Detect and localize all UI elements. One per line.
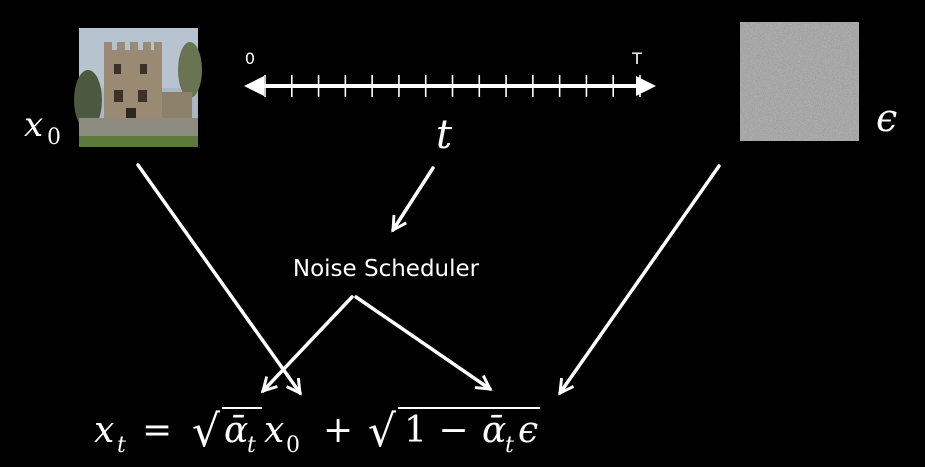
arrow-x0-to-equation [138,165,300,393]
svg-text:ᾱ: ᾱ [224,410,248,451]
arrow-t-to-scheduler [393,168,433,230]
svg-text:ᾱ: ᾱ [482,410,506,451]
svg-text:t: t [505,433,514,458]
svg-text:0: 0 [286,433,300,458]
t-label: t [436,112,453,158]
arrow-epsilon-to-equation [560,166,719,393]
svg-text:ϵ: ϵ [518,410,538,451]
svg-text:=: = [142,410,172,451]
timeline-end-label: T [631,49,642,68]
noise-image [740,22,859,141]
svg-text:t: t [247,433,256,458]
x0-label: x 0 [24,105,61,150]
timeline: 0 T [245,49,650,97]
svg-text:x: x [264,410,284,451]
svg-text:t: t [117,433,126,458]
svg-text:√: √ [368,406,397,457]
equation: x t = √ ᾱ t x 0 + √ 1 − ᾱ t ϵ [94,406,540,458]
noise-scheduler-label: Noise Scheduler [293,256,480,282]
svg-text:+: + [323,410,353,451]
svg-text:x: x [94,410,114,451]
clean-image [74,28,202,147]
svg-text:0: 0 [47,125,61,150]
svg-text:1 −: 1 − [404,410,469,451]
epsilon-label: ϵ [876,96,897,140]
arrow-scheduler-to-sqrt-one-minus [356,297,490,389]
svg-text:x: x [24,105,43,145]
timeline-start-label: 0 [245,49,255,68]
arrow-scheduler-to-sqrt-alpha [263,297,352,391]
svg-text:√: √ [192,406,221,457]
